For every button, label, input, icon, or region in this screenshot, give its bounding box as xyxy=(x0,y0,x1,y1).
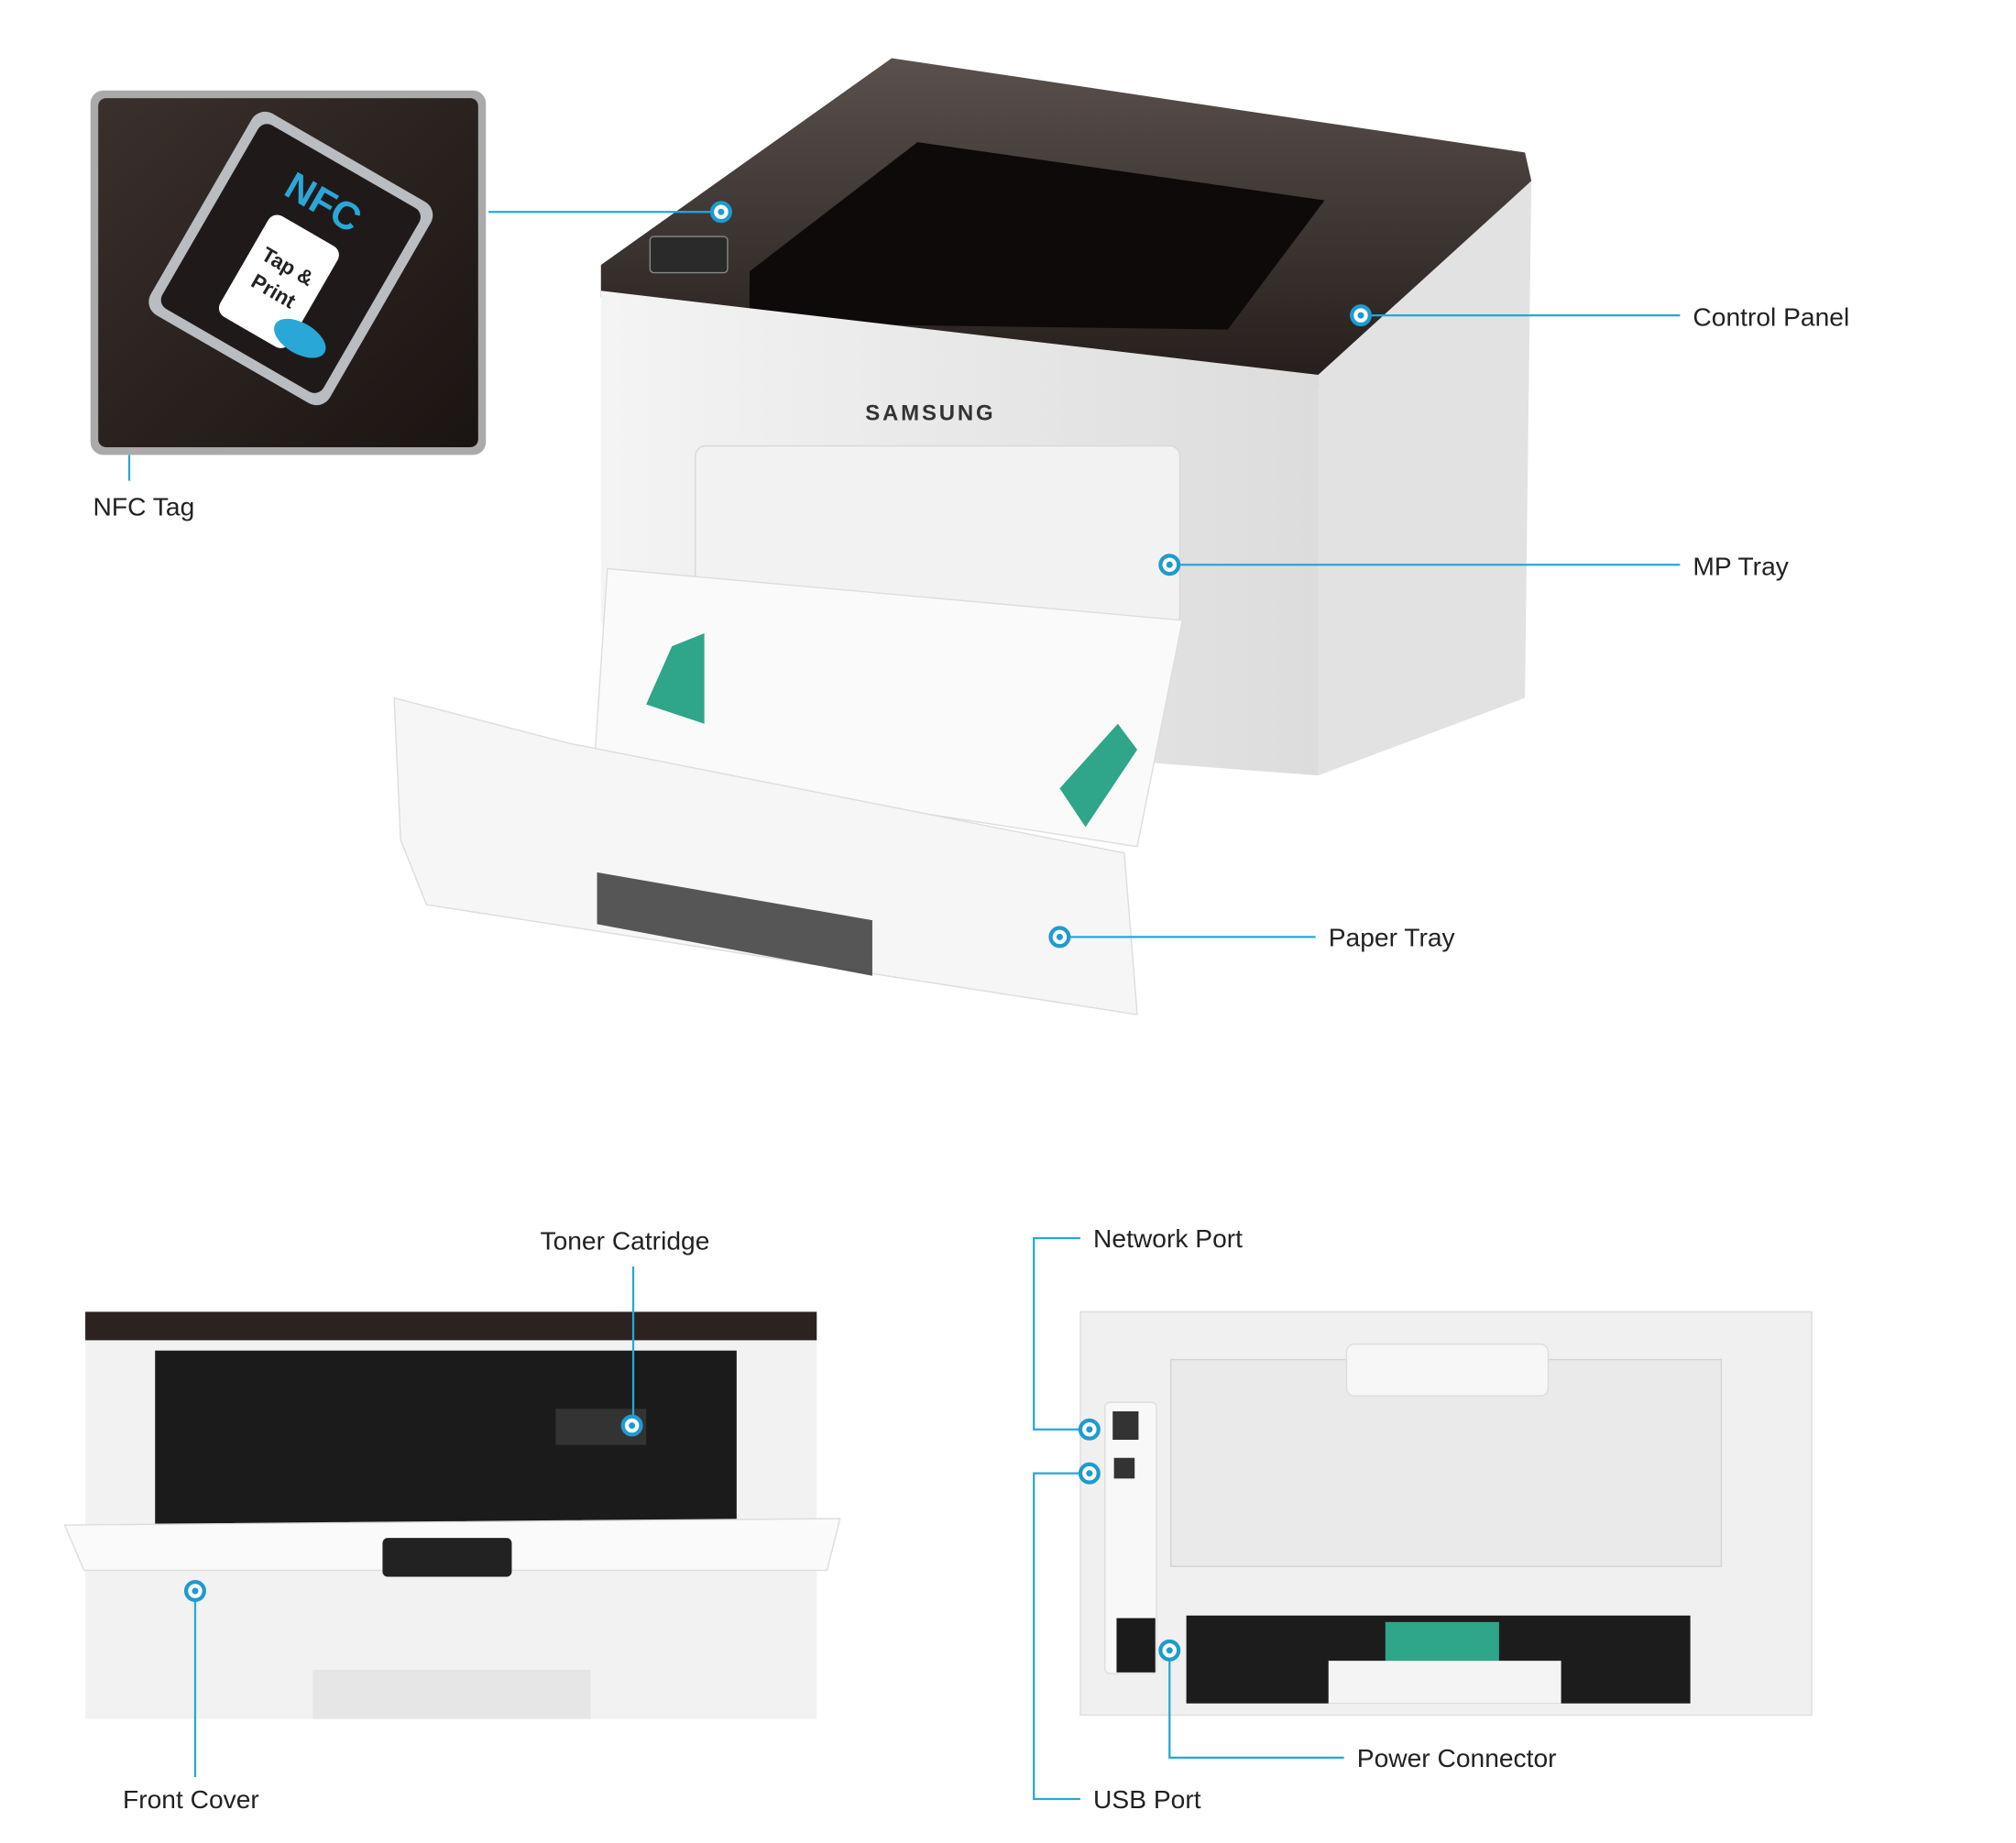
marker-paper-tray xyxy=(1048,926,1071,949)
printer-back-image xyxy=(1079,1311,1813,1717)
marker-mp-tray xyxy=(1158,554,1181,576)
label-usb-port: USB Port xyxy=(1093,1784,1201,1814)
leader-lines xyxy=(127,211,1681,1801)
marker-front-cover xyxy=(183,1580,206,1602)
marker-network-port xyxy=(1078,1418,1101,1441)
marker-toner-cartridge xyxy=(620,1414,643,1437)
label-toner-cartridge: Toner Catridge xyxy=(540,1226,709,1256)
label-front-cover: Front Cover xyxy=(123,1784,259,1814)
samsung-logo: SAMSUNG xyxy=(865,400,995,425)
label-nfc-tag: NFC Tag xyxy=(93,492,195,521)
label-power-connector: Power Connector xyxy=(1357,1743,1557,1772)
marker-nfc-tag xyxy=(709,201,732,224)
marker-power-connector xyxy=(1158,1639,1181,1662)
marker-control-panel xyxy=(1350,304,1372,327)
printer-front-open-image xyxy=(63,1311,841,1719)
callout-markers xyxy=(183,201,1372,1662)
label-mp-tray: MP Tray xyxy=(1693,552,1789,581)
label-network-port: Network Port xyxy=(1093,1223,1243,1253)
nfc-inset-image: NFC Tap & Print xyxy=(90,90,487,455)
label-control-panel: Control Panel xyxy=(1693,302,1849,331)
printer-front-image: SAMSUNG xyxy=(393,58,1532,1015)
marker-usb-port xyxy=(1078,1462,1101,1485)
label-paper-tray: Paper Tray xyxy=(1329,922,1456,951)
